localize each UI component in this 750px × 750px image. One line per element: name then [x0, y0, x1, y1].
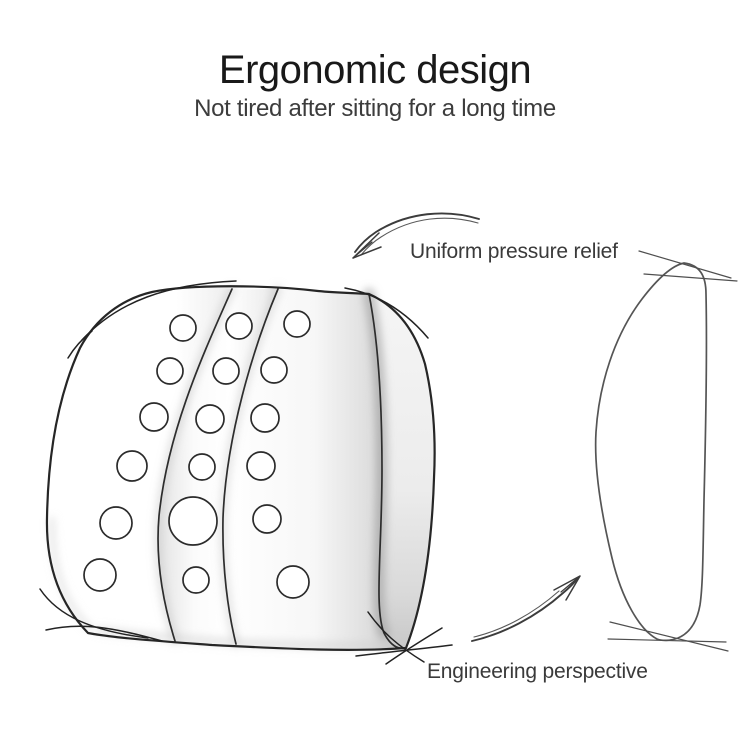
annotation-pressure-relief: Uniform pressure relief: [410, 240, 618, 263]
page-title: Ergonomic design: [218, 48, 532, 92]
cushion-hole: [83, 558, 117, 592]
cushion-hole: [139, 402, 169, 432]
cushion-seams: [157, 288, 407, 650]
cushion-hole: [283, 310, 311, 338]
lumbar-cushion-side-profile-illustration: [594, 250, 738, 652]
cushion-hole: [156, 357, 184, 385]
cushion-side-seam: [368, 293, 407, 650]
cushion-hole: [195, 404, 225, 434]
cushion-hole: [168, 496, 218, 546]
cushion-sketch-strokes: [39, 280, 453, 665]
cushion-hole: [246, 451, 276, 481]
lumbar-cushion-front-illustration: [39, 280, 453, 665]
side-profile-sketch-marks: [607, 250, 738, 652]
cushion-hole: [99, 506, 133, 540]
cushion-panel-middle: [158, 289, 278, 644]
sketch-arrow-down-left-icon: [352, 212, 480, 259]
cushion-hole: [212, 357, 240, 385]
annotation-engineering-perspective: Engineering perspective: [427, 660, 648, 683]
cushion-seam-right: [222, 288, 279, 645]
cushion-seam-left: [157, 288, 233, 642]
cushion-hole: [276, 565, 310, 599]
cushion-hole: [225, 312, 253, 340]
cushion-hole: [116, 450, 148, 482]
cushion-hole: [182, 566, 210, 594]
cushion-holes: [83, 310, 311, 599]
cushion-hole: [250, 403, 280, 433]
cushion-hole: [252, 504, 282, 534]
sketch-arrow-up-right-icon: [471, 575, 581, 642]
cushion-hole: [260, 356, 288, 384]
cushion-hole: [169, 314, 197, 342]
page-subtitle: Not tired after sitting for a long time: [194, 95, 556, 122]
cushion-hole: [188, 453, 216, 481]
side-profile-outline: [594, 262, 708, 642]
